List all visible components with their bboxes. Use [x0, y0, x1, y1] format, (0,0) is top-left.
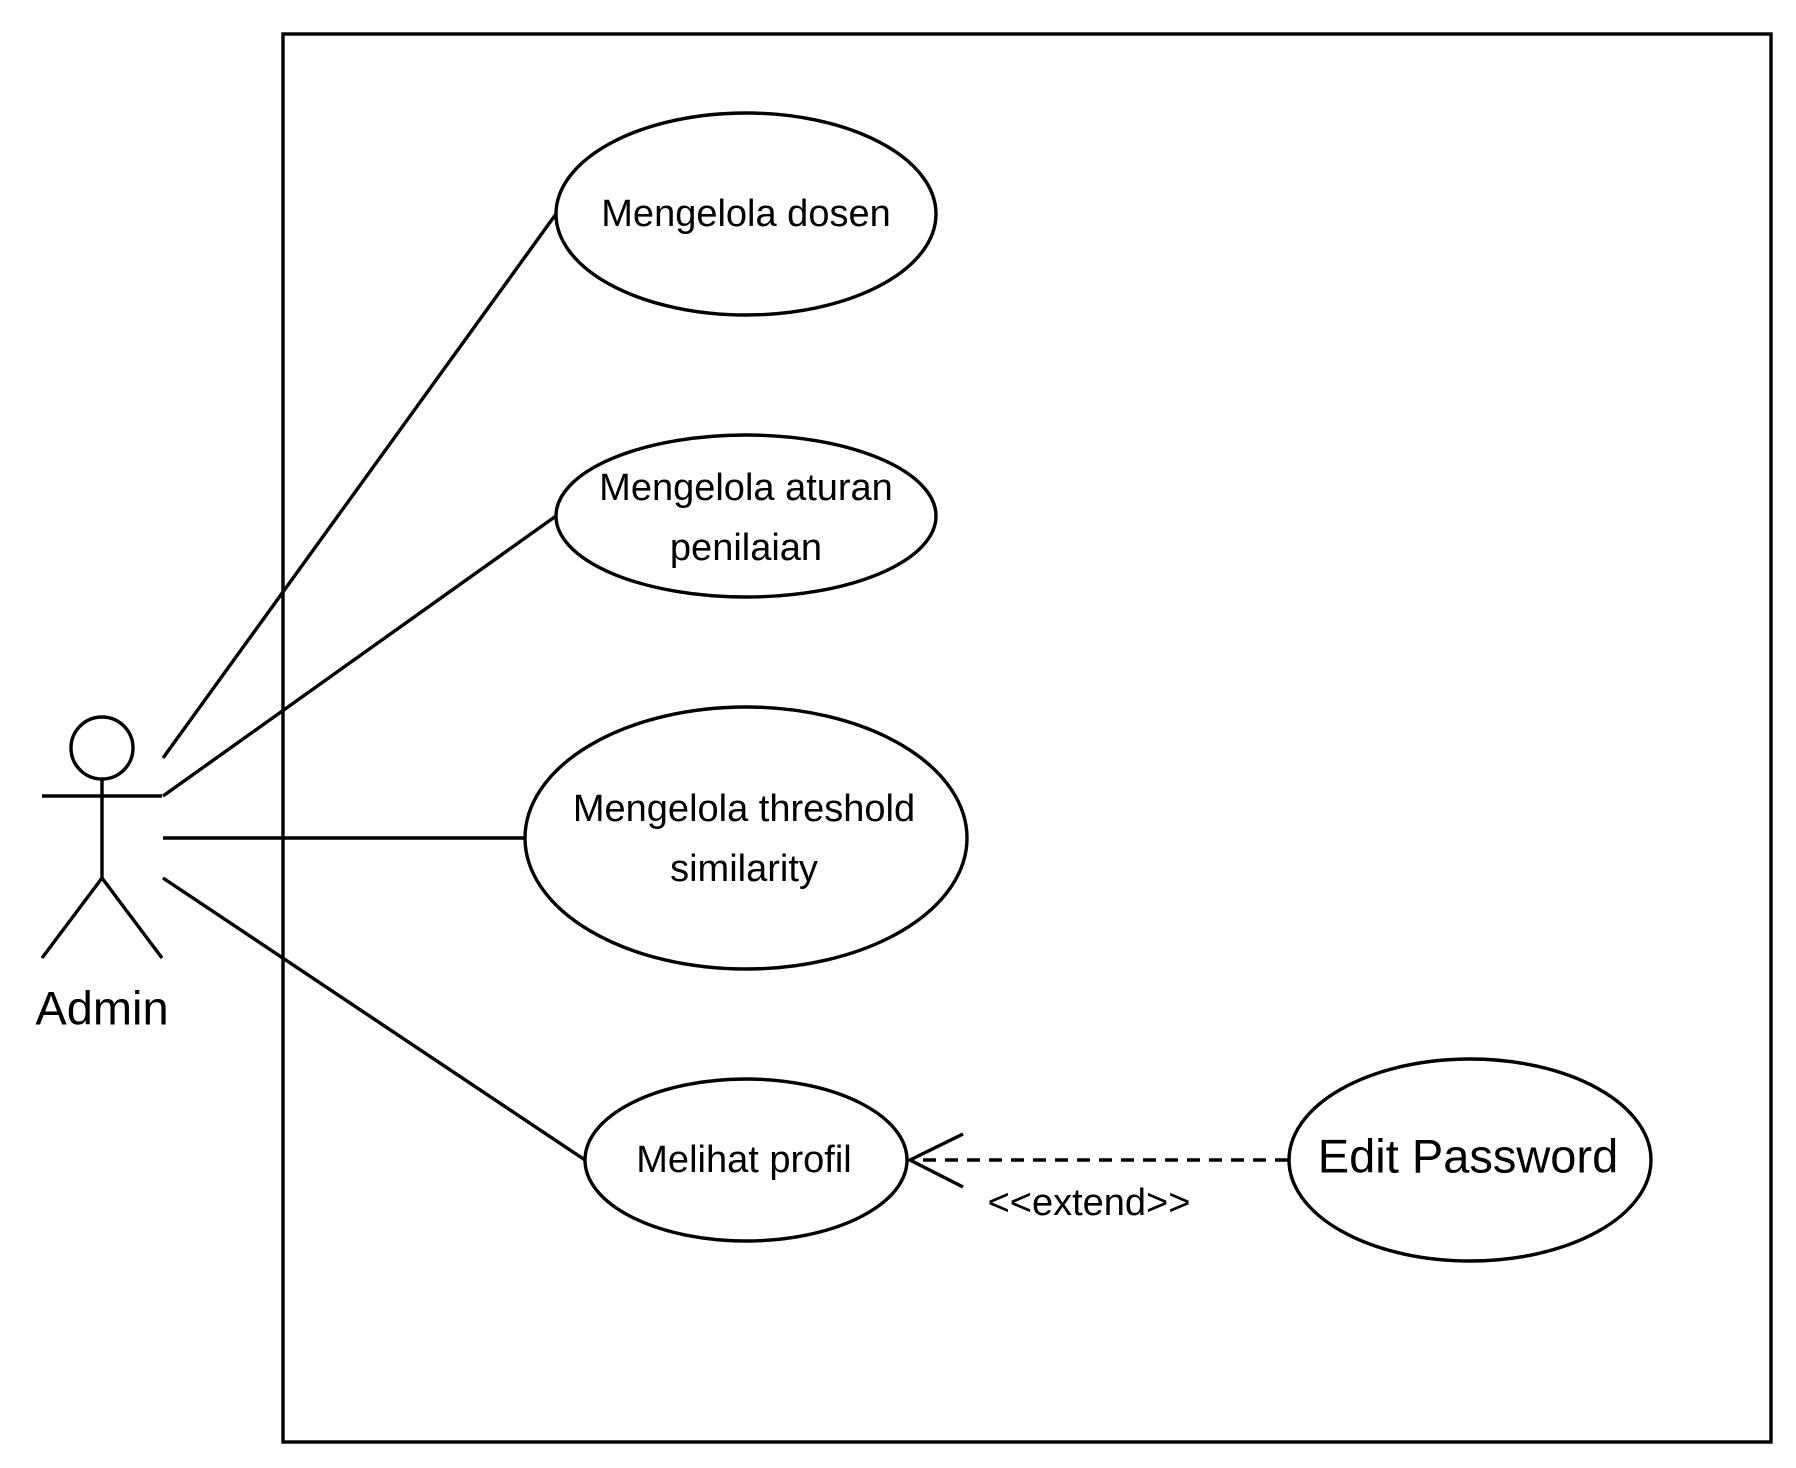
extend-arrowhead-icon	[906, 1132, 964, 1189]
use-case-mengelola-aturan-penilaian: Mengelola aturan penilaian	[554, 433, 938, 599]
use-case-label: Mengelola dosen	[601, 193, 890, 235]
association-line-uc4	[162, 876, 586, 1162]
actor-admin: Admin	[35, 715, 169, 1034]
use-case-label-line-2: penilaian	[670, 527, 822, 569]
actor-label: Admin	[35, 981, 168, 1034]
stick-figure-icon	[40, 715, 164, 960]
use-case-melihat-profil: Melihat profil	[583, 1077, 909, 1243]
use-case-label-line-1: Mengelola aturan	[599, 467, 893, 509]
use-case-label-line-1: Mengelola threshold	[573, 788, 915, 830]
use-case-label: Edit Password	[1318, 1129, 1618, 1182]
use-case-mengelola-dosen: Mengelola dosen	[554, 111, 938, 317]
extend-label: <<extend>>	[988, 1182, 1191, 1224]
use-case-mengelola-threshold-similarity: Mengelola threshold similarity	[523, 705, 969, 971]
association-line-uc1	[161, 213, 558, 759]
system-boundary	[281, 32, 1773, 1444]
association-line-uc2	[162, 514, 557, 798]
use-case-edit-password: Edit Password	[1287, 1057, 1653, 1263]
use-case-label-line-2: similarity	[670, 848, 818, 890]
extend-relation: <<extend>>	[906, 1132, 1288, 1224]
use-case-label: Melihat profil	[636, 1139, 851, 1181]
